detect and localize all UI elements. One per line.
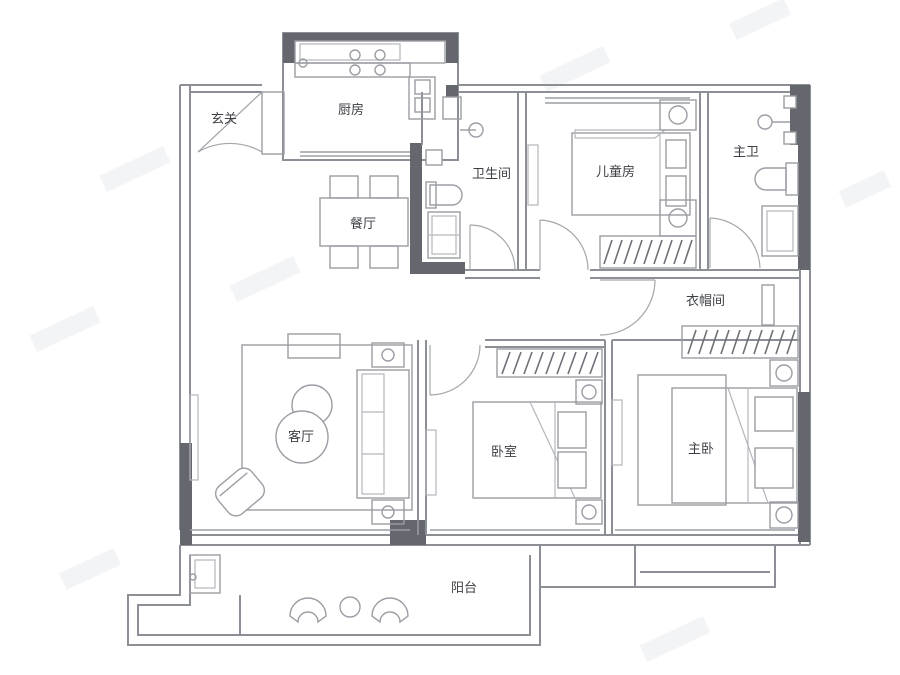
- bedroom-bed: [472, 379, 603, 525]
- label-cloakroom: 衣帽间: [686, 293, 725, 309]
- label-entrance: 玄关: [211, 112, 237, 127]
- dining-table: [319, 175, 409, 269]
- bedroom-wardrobe: [496, 348, 603, 378]
- label-living: 客厅: [288, 429, 314, 445]
- label-master-bedroom: 主卧: [688, 442, 714, 457]
- kitchen-fittings: [294, 40, 446, 120]
- bathroom-fixtures: [425, 96, 484, 259]
- label-kitchen: 厨房: [338, 102, 364, 118]
- master-bath-fixtures: [754, 95, 799, 257]
- outer-walls: [179, 32, 811, 546]
- kids-bed: [571, 99, 697, 237]
- living-furniture: [214, 333, 413, 525]
- cloakroom-fittings: [681, 284, 799, 359]
- label-bedroom: 卧室: [491, 444, 517, 460]
- room-labels: 玄关 厨房 卫生间 儿童房 主卫 餐厅 衣帽间 客厅 卧室 主卧 阳台: [211, 102, 759, 596]
- label-bathroom: 卫生间: [472, 167, 511, 182]
- kids-wardrobe: [599, 235, 697, 269]
- balcony-structure: [127, 544, 776, 646]
- solid-walls: [180, 33, 810, 545]
- windows: [189, 97, 795, 531]
- doors: [197, 91, 761, 496]
- label-kids-room: 儿童房: [596, 164, 635, 180]
- label-dining: 餐厅: [350, 216, 376, 232]
- watermark-layer: [29, 0, 892, 662]
- master-bed: [637, 359, 799, 529]
- label-balcony: 阳台: [451, 581, 477, 596]
- label-master-bath: 主卫: [733, 145, 759, 160]
- balcony-furniture: [189, 554, 409, 624]
